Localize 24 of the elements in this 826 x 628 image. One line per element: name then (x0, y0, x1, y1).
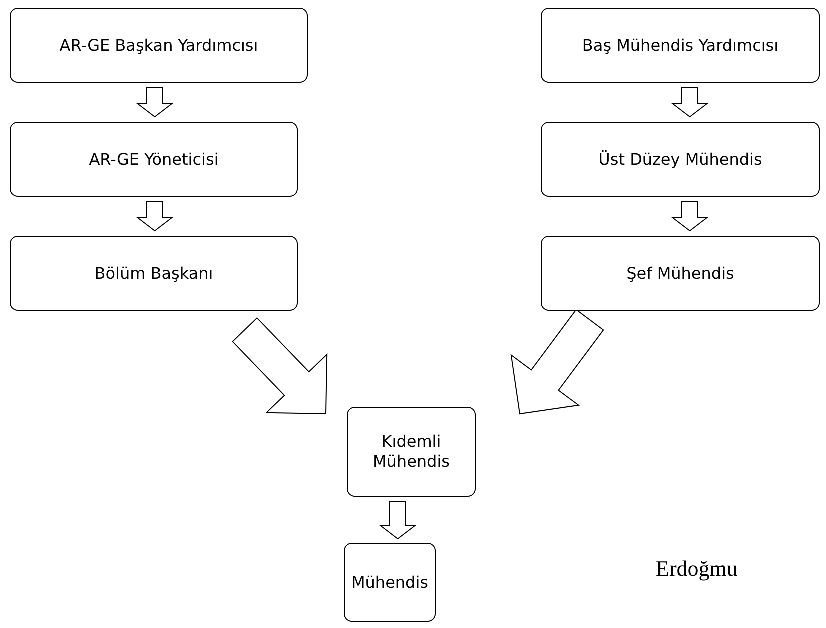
process-box (10, 236, 298, 311)
process-box (347, 407, 476, 497)
block-arrow (672, 202, 708, 232)
process-box (344, 543, 436, 622)
block-arrow (510, 309, 604, 415)
block-arrow (136, 88, 174, 118)
box-label: Kıdemli Mühendis (372, 432, 451, 472)
citation-text: Erdoğmu (656, 556, 738, 582)
block-arrow (136, 202, 174, 232)
box-label: Üst Düzey Mühendis (598, 150, 764, 170)
process-box (10, 122, 298, 197)
block-arrow (232, 318, 328, 414)
box-label: Bölüm Başkanı (94, 264, 214, 284)
block-arrow (672, 88, 708, 118)
process-box (541, 8, 820, 83)
box-label: AR-GE Başkan Yardımcısı (58, 36, 260, 56)
box-label: Baş Mühendis Yardımcısı (581, 36, 780, 56)
box-label: Mühendis (350, 572, 430, 592)
process-box (541, 236, 820, 311)
box-label: AR-GE Yöneticisi (88, 150, 220, 170)
block-arrow (380, 502, 416, 540)
process-box (541, 122, 820, 197)
box-label: Şef Mühendis (626, 264, 736, 284)
process-box (10, 8, 308, 83)
